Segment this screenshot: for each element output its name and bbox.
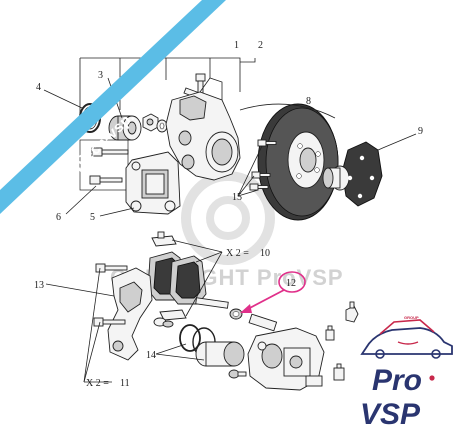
front-brake-caliper	[125, 151, 181, 215]
callout-12: 12	[286, 278, 296, 289]
caliper-piston	[195, 341, 245, 367]
callout-labels: 1 2 3 4 5 6 8 9 15 X 2 = 10 12 13 14 X 2…	[34, 40, 423, 389]
carrier-bolt-upper	[95, 263, 128, 273]
callout-8: 8	[306, 96, 311, 107]
callout-15: 15	[232, 192, 242, 203]
leader-lines	[43, 77, 417, 383]
bleed-screw	[325, 325, 335, 341]
guide-pin	[195, 297, 229, 309]
bleed-screw-cap	[345, 301, 359, 323]
guide-pin-bushing	[229, 308, 243, 320]
quantity-10: X 2 =	[226, 248, 249, 259]
hub-nut-set	[142, 113, 168, 133]
knuckle-bolt-lower	[89, 175, 123, 185]
car-icon	[360, 319, 453, 359]
callout-6: 6	[56, 212, 61, 223]
carrier-bolt-lower	[93, 317, 126, 327]
brake-disc	[257, 103, 339, 221]
logo-dot	[429, 375, 435, 381]
callout-10: 10	[260, 248, 270, 259]
callout-11: 11	[120, 378, 130, 389]
pad-clips	[151, 231, 187, 321]
wheel-bearing	[108, 115, 142, 141]
disc-screws	[249, 139, 277, 191]
callout-13: 13	[34, 280, 44, 291]
highlight-pointer-12	[240, 271, 306, 313]
callout-arc-8	[239, 103, 336, 119]
callout-9: 9	[418, 126, 423, 137]
provsp-logo: GROUP Pro VSP	[360, 315, 453, 431]
slide-pin-boot	[153, 317, 174, 328]
callout-3: 3	[98, 70, 103, 81]
logo-tag: GROUP	[404, 315, 419, 320]
logo-line-2: VSP	[360, 398, 421, 431]
callout-14: 14	[146, 350, 156, 361]
steering-knuckle	[165, 77, 241, 181]
logo-line-1: Pro	[372, 364, 422, 397]
callout-2: 2	[258, 40, 263, 51]
wheel-hub	[322, 141, 383, 207]
rear-brake-caliper	[247, 327, 325, 391]
caliper-small-bolt	[228, 369, 247, 379]
callout-4: 4	[36, 82, 41, 93]
callout-1: 1	[234, 40, 239, 51]
callout-5: 5	[90, 212, 95, 223]
caliper-carrier	[107, 267, 153, 361]
guide-sleeve	[248, 313, 278, 332]
quantity-11: X 2 =	[86, 378, 109, 389]
callout-bracket-1-2	[79, 57, 256, 120]
caliper-side-screw	[333, 363, 345, 381]
